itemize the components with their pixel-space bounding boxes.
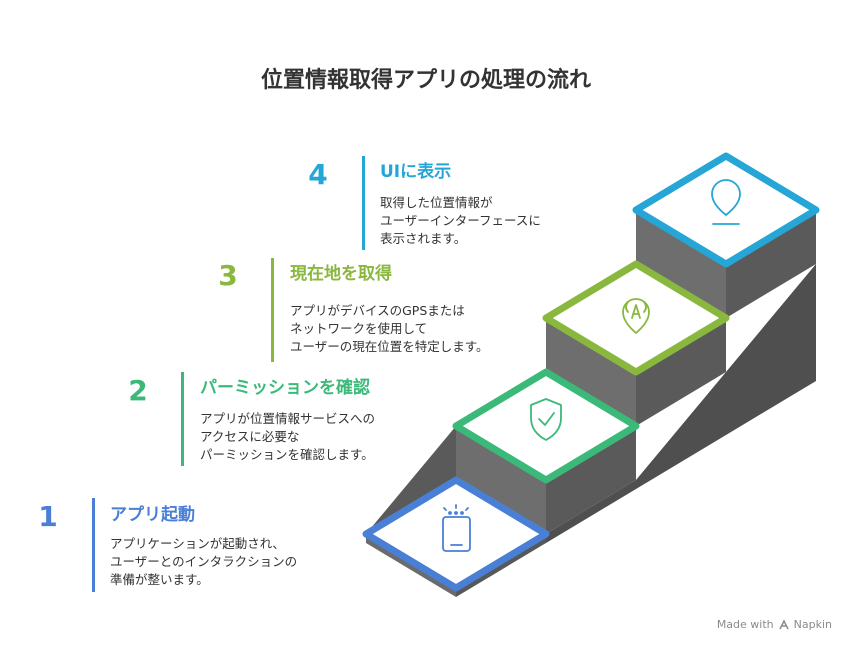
napkin-logo-icon bbox=[778, 618, 789, 629]
step-4-bar bbox=[362, 156, 365, 250]
made-with-label: Made with bbox=[716, 618, 774, 631]
step-1-number: 1 bbox=[38, 500, 58, 533]
step-4-title: UIに表示 bbox=[380, 162, 452, 182]
step-3-desc-line: ネットワークを使用して bbox=[290, 321, 428, 336]
step-2-number: 2 bbox=[128, 374, 148, 407]
page-title: 位置情報取得アプリの処理の流れ bbox=[260, 68, 591, 93]
step-3-desc-line: ユーザーの現在位置を特定します。 bbox=[290, 339, 489, 354]
step-2-top bbox=[452, 368, 640, 484]
step-4-desc-line: 表示されます。 bbox=[380, 231, 467, 246]
step-1-description: アプリケーションが起動され、 ユーザーとのインタラクションの 準備が整います。 bbox=[110, 535, 297, 589]
stair-column-3 bbox=[726, 210, 816, 318]
stair-column-1 bbox=[546, 426, 636, 534]
step-1-title: アプリ起動 bbox=[110, 505, 195, 525]
step-3-description: アプリがデバイスのGPSまたは ネットワークを使用して ユーザーの現在位置を特定… bbox=[290, 302, 489, 356]
stair-column-2b bbox=[636, 372, 726, 489]
step-3-number: 3 bbox=[218, 259, 238, 292]
stair-riser-1-front bbox=[366, 426, 456, 534]
step-2-description: アプリが位置情報サービスへの アクセスに必要な パーミッションを確認します。 bbox=[200, 410, 375, 464]
step-3-top bbox=[542, 260, 730, 376]
step-3-title: 現在地を取得 bbox=[290, 264, 392, 284]
stair-column-2 bbox=[636, 318, 726, 426]
step-4-desc-line: 取得した位置情報が bbox=[380, 195, 493, 210]
step-1-desc-line: アプリケーションが起動され、 bbox=[110, 536, 285, 551]
stair-riser-3 bbox=[636, 210, 726, 318]
location-signal-icon bbox=[622, 298, 650, 334]
stair-riser-2 bbox=[546, 318, 636, 426]
shield-check-icon bbox=[530, 398, 562, 441]
step-1-top bbox=[362, 476, 550, 592]
step-2-title: パーミッションを確認 bbox=[200, 378, 370, 398]
made-with-napkin[interactable]: Made with Napkin bbox=[717, 618, 832, 631]
step-2-desc-line: アプリが位置情報サービスへの bbox=[200, 411, 376, 426]
napkin-brand: Napkin bbox=[793, 618, 832, 631]
step-1-desc-line: 準備が整います。 bbox=[110, 572, 209, 587]
smartphone-icon bbox=[442, 504, 471, 552]
step-4-number: 4 bbox=[308, 158, 328, 191]
step-4-description: 取得した位置情報が ユーザーインターフェースに 表示されます。 bbox=[380, 194, 541, 248]
map-pin-icon bbox=[711, 179, 741, 225]
step-3-bar bbox=[271, 258, 274, 362]
step-4-desc-line: ユーザーインターフェースに bbox=[380, 213, 541, 228]
stair-riser-1 bbox=[456, 426, 546, 534]
step-3-desc-line: アプリがデバイスのGPSまたは bbox=[290, 303, 465, 318]
stair-column-1b bbox=[546, 480, 636, 543]
step-1-bar bbox=[92, 498, 95, 592]
step-2-desc-line: パーミッションを確認します。 bbox=[200, 447, 374, 462]
step-4-top bbox=[632, 152, 820, 268]
step-2-desc-line: アクセスに必要な bbox=[200, 429, 300, 444]
stair-column-3b bbox=[726, 264, 816, 435]
step-1-desc-line: ユーザーとのインタラクションの bbox=[110, 554, 298, 569]
step-2-bar bbox=[181, 372, 184, 466]
